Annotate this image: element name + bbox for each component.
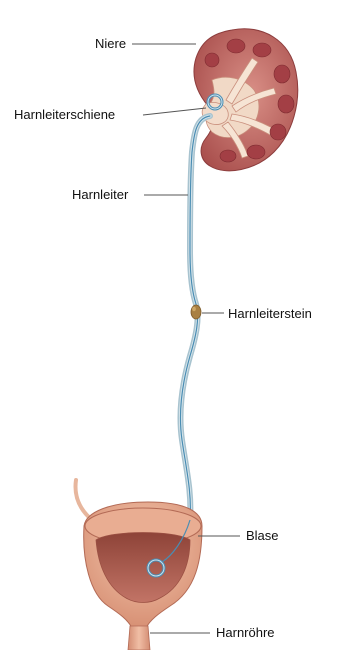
ureteral-stone — [191, 305, 201, 319]
label-harnleiterstein: Harnleiterstein — [228, 306, 312, 321]
leader-harnleiterschiene — [143, 108, 206, 115]
contralateral-ureter — [76, 480, 92, 520]
bladder — [84, 502, 202, 628]
label-niere: Niere — [95, 36, 126, 51]
label-harnleiter: Harnleiter — [72, 187, 129, 202]
label-blase: Blase — [246, 528, 279, 543]
urethra — [128, 626, 150, 650]
label-harnroehre: Harnröhre — [216, 625, 275, 640]
label-harnleiterschiene: Harnleiterschiene — [14, 107, 115, 122]
